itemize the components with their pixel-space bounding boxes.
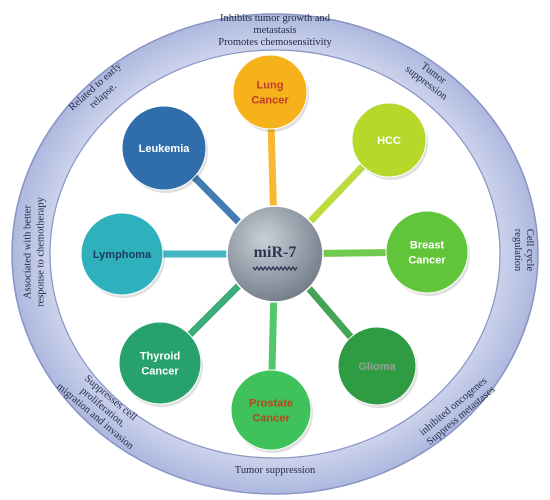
connectors (159, 124, 391, 375)
node-circle-thyroid (118, 321, 202, 405)
node-label-lymphoma: Lymphoma (93, 249, 152, 261)
node-circle-lung (232, 54, 308, 130)
annotation-line: Cell cycle (524, 229, 535, 272)
annotation-line: Associated with better (23, 205, 34, 299)
node-circle-lymphoma (80, 212, 164, 296)
annotation-top: Inhibits tumor growth andmetastasisPromo… (218, 13, 332, 48)
annotation-line: Tumor suppression (235, 465, 316, 476)
connector-prostate (268, 297, 278, 375)
rna-squiggle-icon (252, 265, 298, 272)
annotation-line: metastasis (253, 25, 296, 36)
connector-leukemia (188, 171, 243, 227)
center-node-mir7: miR-7 (226, 205, 324, 303)
annotation-line: response to chemotherapy (36, 196, 47, 306)
node-label-prostate: Prostate (249, 398, 293, 410)
connector-lung (267, 124, 278, 211)
node-glioma: Glioma (337, 326, 418, 408)
node-lymphoma: Lymphoma (80, 212, 165, 298)
node-label-lung: Cancer (251, 95, 289, 107)
node-hcc: HCC (351, 102, 428, 180)
node-circle-hcc (351, 102, 427, 178)
node-label-breast: Breast (410, 240, 445, 252)
node-circle-breast (385, 210, 469, 294)
connector-breast (322, 248, 391, 257)
center-circle (226, 205, 324, 303)
node-label-thyroid: Thyroid (140, 351, 180, 363)
annotation-line: Promotes chemosensitivity (218, 37, 332, 48)
center-label: miR-7 (254, 244, 297, 261)
node-circle-leukemia (121, 105, 207, 191)
node-label-lung: Lung (257, 80, 284, 92)
node-label-prostate: Cancer (252, 413, 290, 425)
annotation-bottom: Tumor suppression (235, 465, 316, 476)
node-circle-prostate (230, 369, 312, 451)
annotation-line: Inhibits tumor growth and (220, 13, 331, 24)
connector-glioma (304, 284, 357, 343)
connector-thyroid (184, 281, 243, 341)
annotation-line: regulation (512, 229, 523, 272)
cancer-nodes: LungCancerHCCBreastCancerGliomaProstateC… (80, 54, 470, 453)
node-label-thyroid: Cancer (141, 366, 179, 378)
node-label-leukemia: Leukemia (139, 143, 191, 155)
node-label-hcc: HCC (377, 135, 401, 147)
connector-hcc (306, 160, 369, 226)
node-circle-glioma (337, 326, 417, 406)
node-label-glioma: Glioma (358, 361, 396, 373)
node-leukemia: Leukemia (121, 105, 208, 193)
node-label-breast: Cancer (408, 255, 446, 267)
